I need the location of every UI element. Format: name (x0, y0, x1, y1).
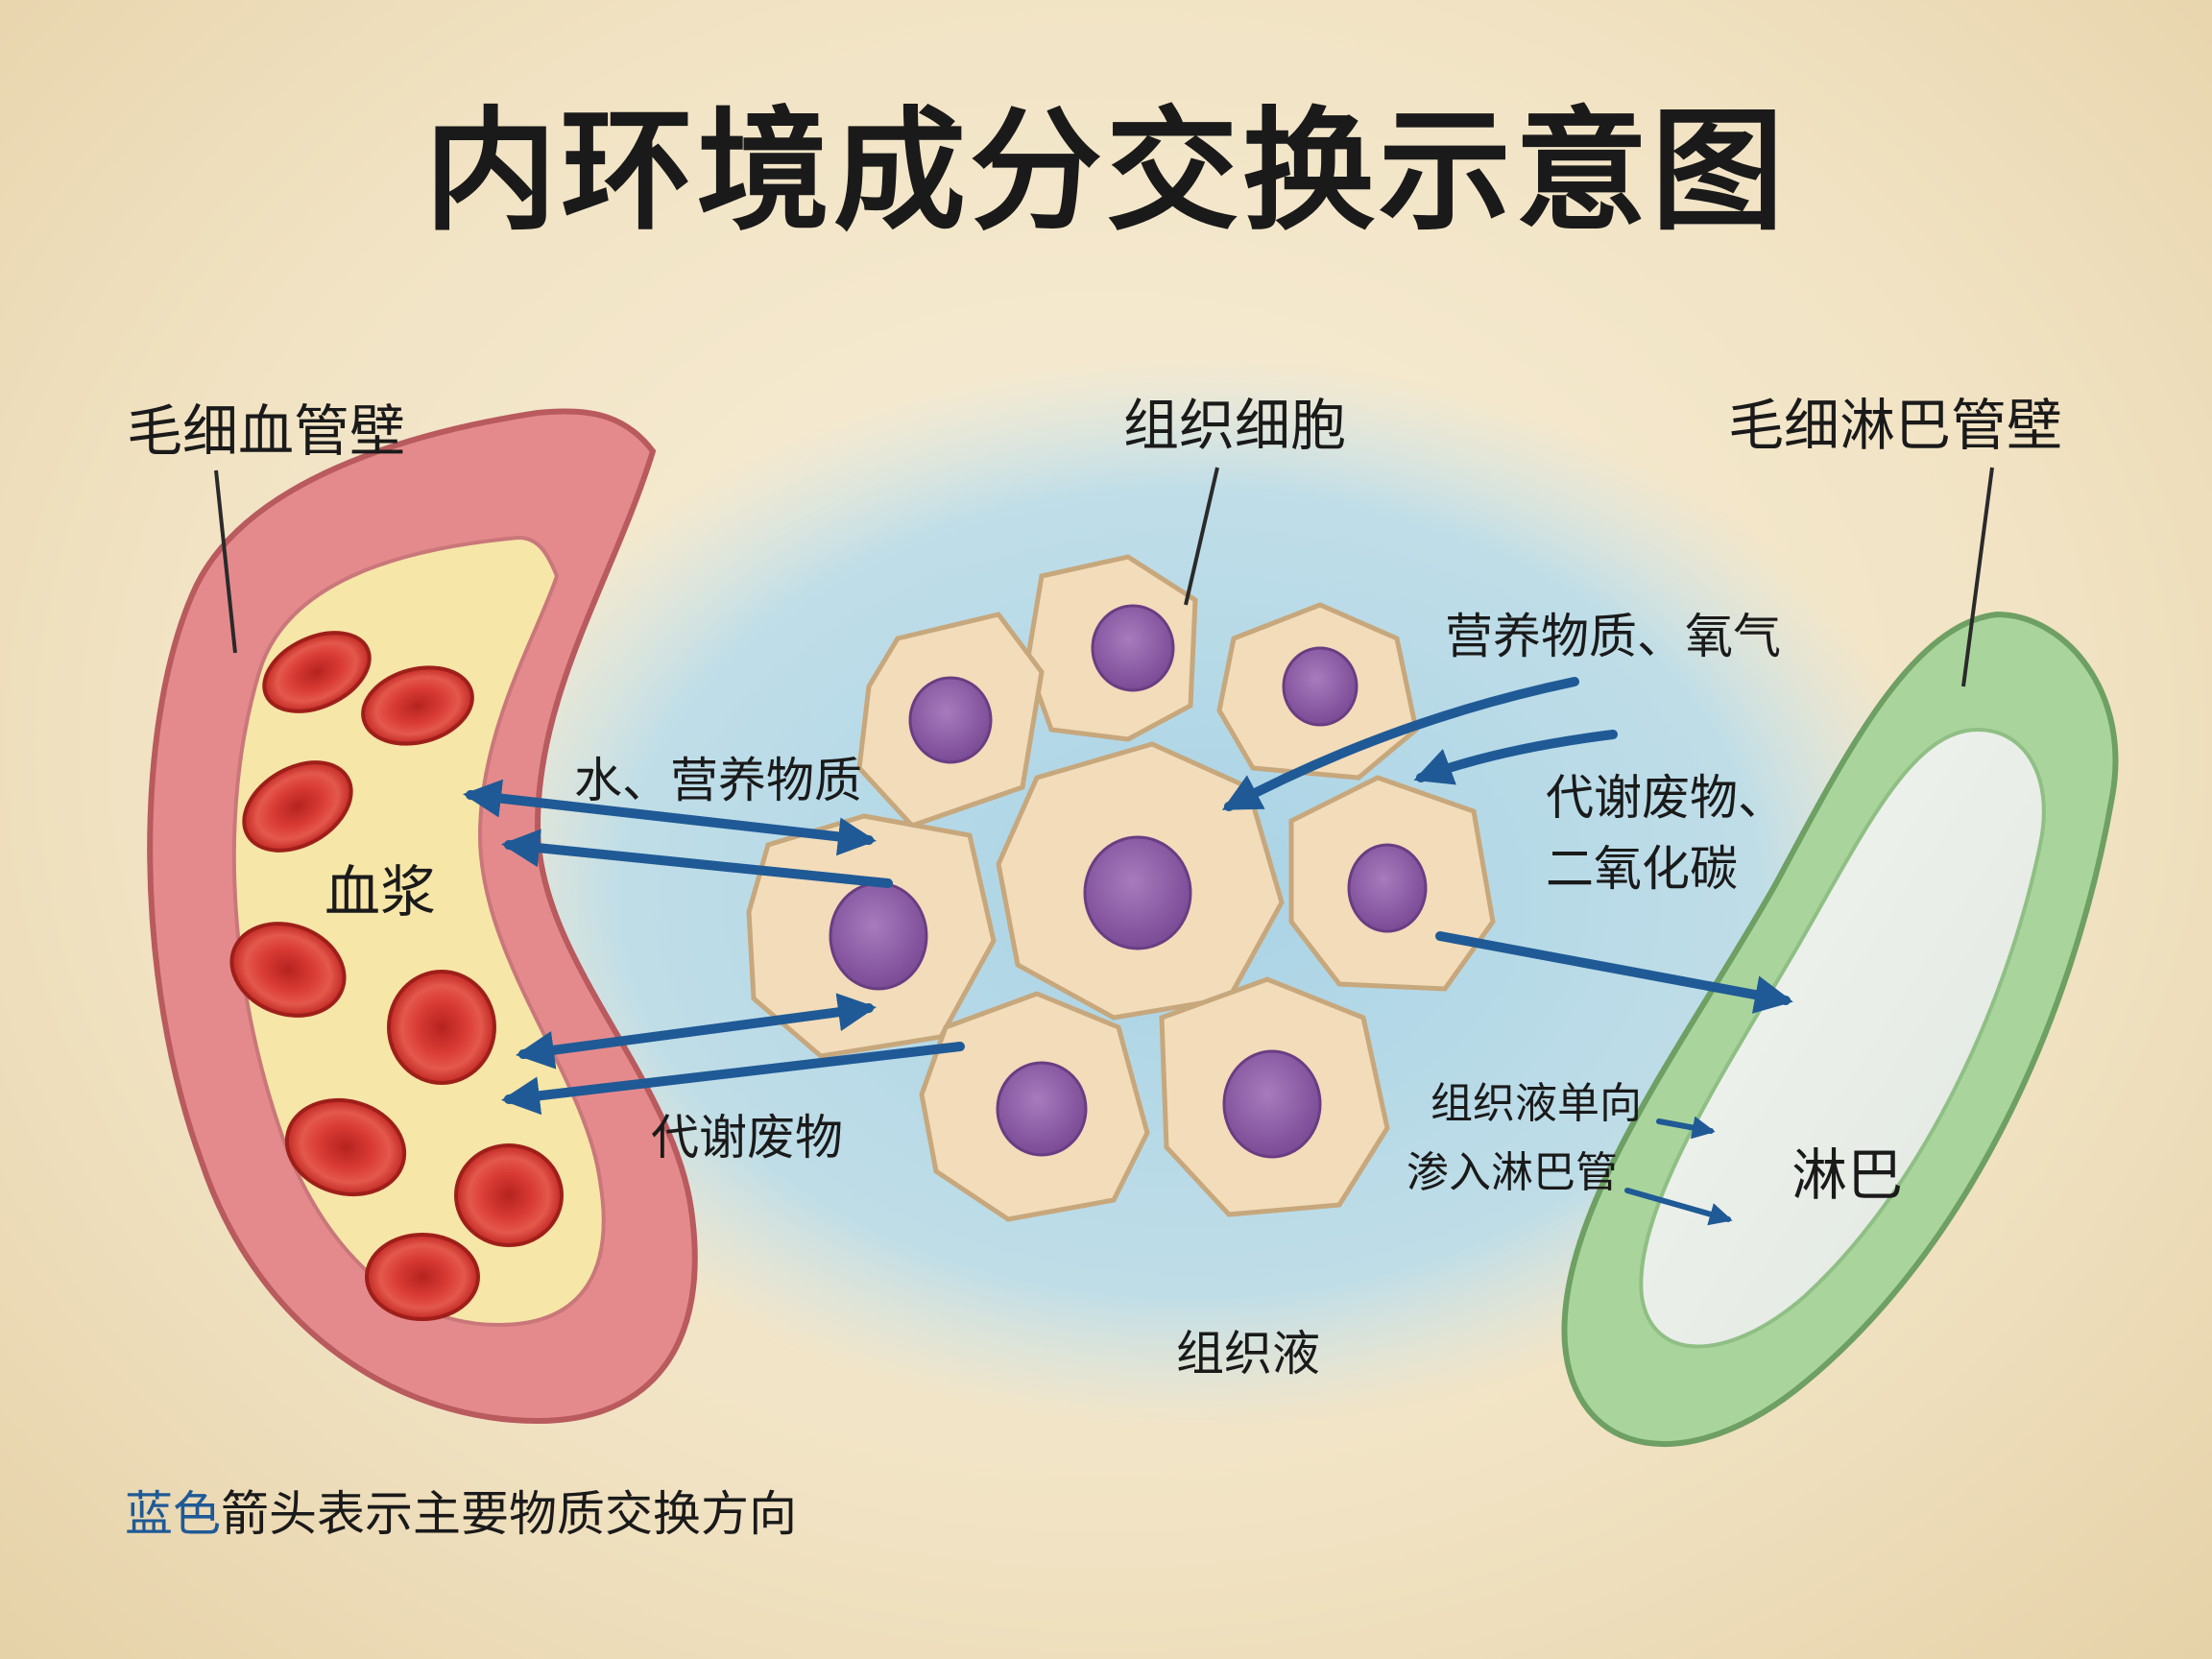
page-title: 内环境成分交换示意图 (423, 94, 1788, 249)
label-waste-line1: 代谢废物、 (1546, 770, 1786, 826)
arrow-nutrients-oxygen (1221, 677, 1579, 811)
arrow-cell-to-plasma (501, 829, 893, 888)
exchange-arrows (463, 677, 1793, 1226)
leader-lines (214, 467, 1994, 687)
rbc (454, 1143, 564, 1247)
leader-capillary-wall (214, 469, 237, 654)
nucleus (908, 676, 993, 764)
leader-tissue-cells (1184, 467, 1219, 606)
rbc (365, 1233, 480, 1321)
arrow-cell-to-lymph (1435, 931, 1793, 1014)
lymph-lumen (1639, 727, 2046, 1349)
label-one-way-line1: 组织液单向 (1431, 1079, 1642, 1128)
lymph-capillary (1561, 611, 2119, 1447)
nucleus (996, 1061, 1088, 1157)
rbc (262, 631, 372, 713)
rbc (284, 1097, 407, 1197)
arrow-waste-exchange (516, 993, 877, 1070)
arrow-waste-to-plasma (501, 1042, 965, 1116)
rbc (361, 665, 474, 746)
arrow-waste-co2 (1413, 730, 1618, 785)
legend-note: 蓝色箭头表示主要物质交换方向 (125, 1490, 797, 1538)
nucleus (829, 881, 928, 991)
nucleus (1282, 646, 1358, 727)
nucleus (1091, 604, 1175, 692)
rbc (242, 760, 353, 853)
label-plasma: 血浆 (325, 859, 437, 925)
rbc (387, 970, 496, 1085)
arrow-water-nutrients (463, 779, 877, 856)
label-lymph: 淋巴 (1791, 1142, 1904, 1208)
nucleus (1083, 835, 1192, 950)
red-blood-cells (229, 631, 564, 1321)
label-lymph-wall: 毛细淋巴管壁 (1728, 393, 2063, 458)
label-nutrients-oxygen: 营养物质、氧气 (1445, 609, 1781, 664)
nucleus (1347, 843, 1428, 933)
label-metabolic-waste-left: 代谢废物 (651, 1110, 843, 1166)
arrow-one-way-1 (1656, 1116, 1716, 1140)
label-tissue-cells: 组织细胞 (1123, 393, 1347, 458)
leader-lymph-wall (1961, 467, 1994, 687)
label-one-way-line2: 渗入淋巴管 (1407, 1148, 1618, 1197)
legend-text: 箭头表示主要物质交换方向 (221, 1486, 797, 1542)
label-waste-line2: 二氧化碳 (1546, 841, 1738, 897)
nucleus (1222, 1049, 1322, 1159)
label-water-nutrients: 水、营养物质 (574, 753, 862, 808)
legend-highlight: 蓝色 (125, 1486, 221, 1542)
cell-nuclei (829, 604, 1428, 1159)
label-tissue-fluid: 组织液 (1176, 1326, 1320, 1382)
arrow-one-way-2 (1624, 1188, 1733, 1226)
rbc (229, 922, 347, 1018)
label-capillary-wall: 毛细血管壁 (127, 398, 406, 464)
